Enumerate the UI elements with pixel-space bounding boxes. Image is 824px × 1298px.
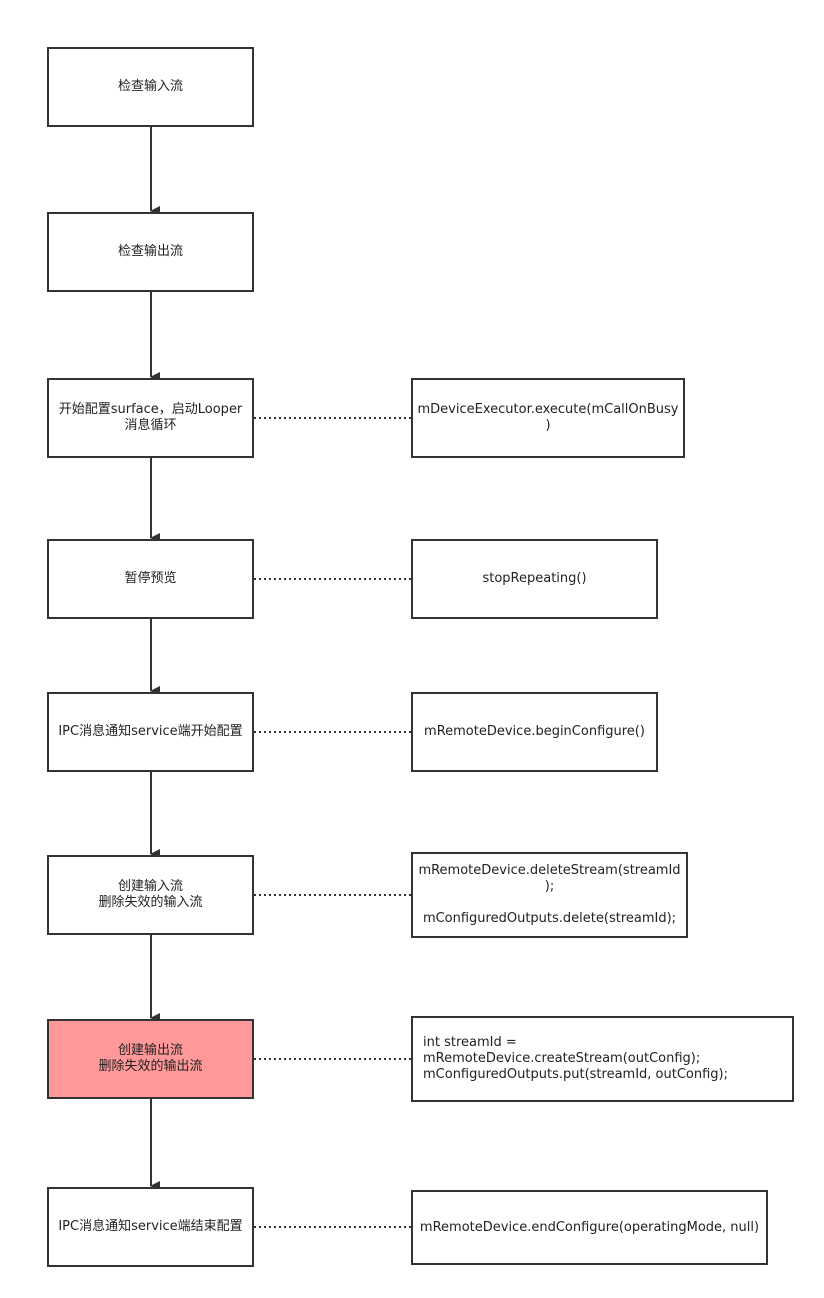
step-box-check-input-stream: 检查输入流 (47, 47, 254, 127)
code-note-text: mDeviceExecutor.execute(mCallOnBusy ) (417, 402, 679, 433)
step-box-pause-preview: 暂停预览 (47, 539, 254, 619)
step-label: 开始配置surface，启动Looper 消息循环 (58, 402, 243, 433)
step-box-start-config-surface: 开始配置surface，启动Looper 消息循环 (47, 378, 254, 458)
step-label: IPC消息通知service端结束配置 (58, 1219, 243, 1234)
code-note-delete-stream: mRemoteDevice.deleteStream(streamId ); m… (411, 852, 688, 938)
step-label: 创建输出流 删除失效的输出流 (98, 1043, 203, 1074)
code-note-text: mRemoteDevice.endConfigure(operatingMode… (419, 1219, 760, 1235)
code-note-text: stopRepeating() (482, 571, 587, 586)
step-label: 创建输入流 删除失效的输入流 (98, 879, 203, 910)
step-box-create-input-stream: 创建输入流 删除失效的输入流 (47, 855, 254, 935)
step-box-create-output-stream: 创建输出流 删除失效的输出流 (47, 1019, 254, 1099)
step-label: 检查输入流 (117, 79, 183, 94)
code-note-text: mRemoteDevice.deleteStream(streamId ); m… (418, 863, 681, 926)
step-label: 暂停预览 (124, 571, 177, 586)
step-box-ipc-begin-config: IPC消息通知service端开始配置 (47, 692, 254, 772)
step-label: IPC消息通知service端开始配置 (58, 724, 243, 739)
code-note-stop-repeating: stopRepeating() (411, 539, 658, 619)
step-box-ipc-end-config: IPC消息通知service端结束配置 (47, 1187, 254, 1267)
code-note-end-configure: mRemoteDevice.endConfigure(operatingMode… (411, 1190, 768, 1265)
step-box-check-output-stream: 检查输出流 (47, 212, 254, 292)
code-note-execute: mDeviceExecutor.execute(mCallOnBusy ) (411, 378, 685, 458)
code-note-create-stream: int streamId = mRemoteDevice.createStrea… (411, 1016, 794, 1102)
code-note-begin-configure: mRemoteDevice.beginConfigure() (411, 692, 658, 772)
step-label: 检查输出流 (117, 244, 183, 259)
code-note-text: mRemoteDevice.beginConfigure() (424, 724, 645, 739)
code-note-text: int streamId = mRemoteDevice.createStrea… (423, 1035, 729, 1082)
